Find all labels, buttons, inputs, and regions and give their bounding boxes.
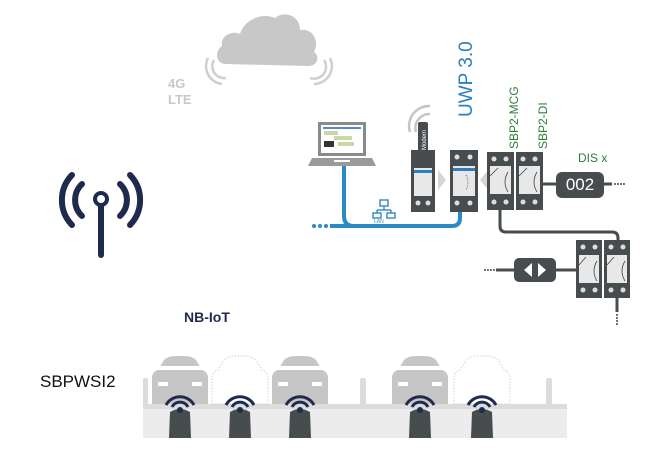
sbp2-di-module: [516, 152, 543, 210]
car-icon: [152, 356, 208, 404]
modem-wifi-icon: [407, 104, 431, 133]
antenna-icon: [58, 172, 144, 258]
empty-bay-outline: [453, 355, 511, 405]
sensor-icon: [404, 395, 436, 438]
lower-module-1: [576, 240, 602, 298]
parking-bay: [392, 356, 448, 438]
car-icon: [392, 356, 448, 404]
lower-module-2: [604, 240, 630, 298]
arrows-icon: [484, 258, 576, 282]
sbp2-mcg-module: [487, 152, 514, 210]
display-icon: [556, 172, 604, 198]
modem-label: Modem: [422, 129, 428, 150]
cable-dots: [616, 314, 618, 325]
sensor-label: SBPWSI2: [40, 372, 116, 391]
arrow-right-icon: [438, 170, 446, 190]
car-icon: [272, 356, 328, 404]
sbp2-di-label: SBP2-DI: [536, 102, 550, 149]
cloud-icon: [204, 14, 334, 86]
display-value: 002: [565, 175, 595, 194]
parking-area: [143, 378, 567, 438]
cable-dots: [614, 183, 625, 185]
parking-bay: [453, 355, 511, 438]
bus-cable: [498, 210, 620, 244]
sensor-icon: [284, 395, 316, 438]
lte-label-line1: 4G: [168, 76, 186, 91]
modem-icon: [411, 122, 435, 212]
uwp-device: [450, 150, 478, 212]
parking-bay: [152, 356, 208, 438]
lan-label: LAN: [374, 219, 384, 225]
lte-label-line2: LTE: [168, 92, 192, 107]
sensor-icon: [466, 395, 498, 438]
parking-bay: [211, 355, 269, 438]
parking-bay: [272, 356, 328, 438]
sensor-icon: [164, 395, 196, 438]
parking-bays: [152, 355, 511, 438]
empty-bay-outline: [211, 355, 269, 405]
network-icon: [372, 199, 396, 219]
lte-label: 4G LTE: [168, 76, 192, 108]
lan-cable: [330, 166, 462, 228]
arrow-left-icon: [480, 170, 488, 190]
laptop-icon: [308, 122, 376, 166]
uwp-label: UWP 3.0: [456, 41, 477, 117]
nbiot-label: NB-IoT: [184, 309, 230, 325]
cable-dots: [312, 224, 328, 228]
sensor-icon: [224, 395, 256, 438]
sbp2-mcg-label: SBP2-MCG: [507, 86, 521, 149]
display-name-label: DIS x: [578, 151, 608, 165]
